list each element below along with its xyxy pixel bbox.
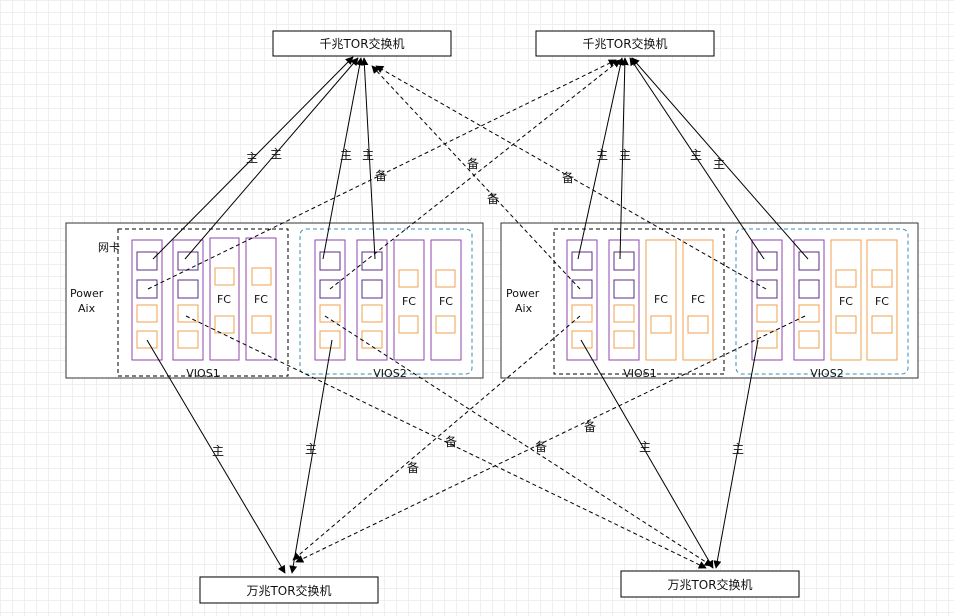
- server-2-vios2-group: [735, 228, 909, 375]
- gigabit-switch-right-label: 千兆TOR交换机: [582, 36, 667, 51]
- server-2: Power Aix VIOS1 VIOS2: [500, 222, 919, 380]
- backup-link-label: 备: [407, 461, 419, 475]
- primary-link-label: 主: [270, 147, 282, 161]
- primary-link-label: 主: [246, 151, 258, 165]
- server-1-vios1-label: VIOS1: [186, 367, 219, 380]
- nic-card: [793, 239, 825, 361]
- primary-link-label: 主: [340, 148, 352, 162]
- server-1-vios2-group: [299, 228, 473, 375]
- primary-link-label: 主: [639, 440, 651, 454]
- primary-links: [146, 56, 809, 574]
- backup-link-label: 备: [375, 169, 387, 183]
- nic-card: [751, 239, 783, 361]
- fc-card: FC: [645, 239, 677, 361]
- backup-link-label: 备: [487, 192, 499, 206]
- server-1: Power Aix 网卡 VIOS1 VIOS2: [65, 222, 484, 380]
- backup-link-label: 备: [535, 440, 547, 454]
- primary-link-label: 主: [305, 442, 317, 456]
- server-1-label-line1: Power: [70, 287, 104, 300]
- fc-card: FC: [393, 239, 425, 361]
- backup-links: [147, 59, 806, 569]
- gigabit-switch-left-label: 千兆TOR交换机: [319, 36, 404, 51]
- fc-label: FC: [839, 295, 853, 308]
- gigabit-switch-right: 千兆TOR交换机: [535, 30, 715, 57]
- primary-link-label: 主: [596, 148, 608, 162]
- gigabit-switch-left: 千兆TOR交换机: [272, 30, 452, 57]
- nic-card: [566, 239, 598, 361]
- server-2-vios2-label: VIOS2: [810, 367, 843, 380]
- server-2-label-line2: Aix: [515, 302, 533, 315]
- server-1-vios2-label: VIOS2: [373, 367, 406, 380]
- server-2-label-line1: Power: [506, 287, 540, 300]
- nic-card: [172, 239, 204, 361]
- fc-label: FC: [875, 295, 889, 308]
- primary-link-label: 主: [212, 444, 224, 458]
- primary-link-label: 主: [732, 442, 744, 456]
- backup-link-label: 备: [584, 420, 596, 434]
- ten-gigabit-switch-left: 万兆TOR交换机: [199, 576, 379, 604]
- server-1-label-line2: Aix: [78, 302, 96, 315]
- ten-gigabit-switch-right: 万兆TOR交换机: [620, 570, 800, 598]
- backup-link-label: 备: [562, 171, 574, 185]
- ten-gigabit-switch-right-label: 万兆TOR交换机: [667, 577, 752, 592]
- fc-label: FC: [439, 295, 453, 308]
- fc-label: FC: [691, 293, 705, 306]
- fc-label: FC: [402, 295, 416, 308]
- primary-link-label: 主: [690, 148, 702, 162]
- fc-card: FC: [682, 239, 714, 361]
- fc-label: FC: [654, 293, 668, 306]
- server-2-vios1-label: VIOS1: [623, 367, 656, 380]
- ten-gigabit-switch-left-label: 万兆TOR交换机: [246, 583, 331, 598]
- fc-label: FC: [254, 293, 268, 306]
- primary-link-label: 主: [619, 148, 631, 162]
- fc-card: FC: [830, 239, 862, 361]
- nic-label: 网卡: [98, 241, 120, 254]
- fc-card: FC: [866, 239, 898, 361]
- backup-link-label: 备: [467, 157, 479, 171]
- nic-card: [131, 239, 163, 361]
- nic-card: [608, 239, 640, 361]
- fc-card: FC: [430, 239, 462, 361]
- server-2-vios1-group: [553, 228, 725, 375]
- fc-card: FC: [209, 237, 240, 361]
- link-labels: 主 主 主 主 主 主 主 主 主 主 主 主 备 备 备 备 备 备 备 备: [212, 147, 744, 475]
- nic-card: [356, 239, 388, 361]
- backup-link-label: 备: [445, 435, 457, 449]
- server-1-vios1-group: [117, 228, 289, 377]
- primary-link-label: 主: [713, 157, 725, 171]
- fc-label: FC: [217, 293, 231, 306]
- primary-link-label: 主: [362, 148, 374, 162]
- fc-card: FC: [245, 237, 277, 361]
- nic-card: [314, 239, 346, 361]
